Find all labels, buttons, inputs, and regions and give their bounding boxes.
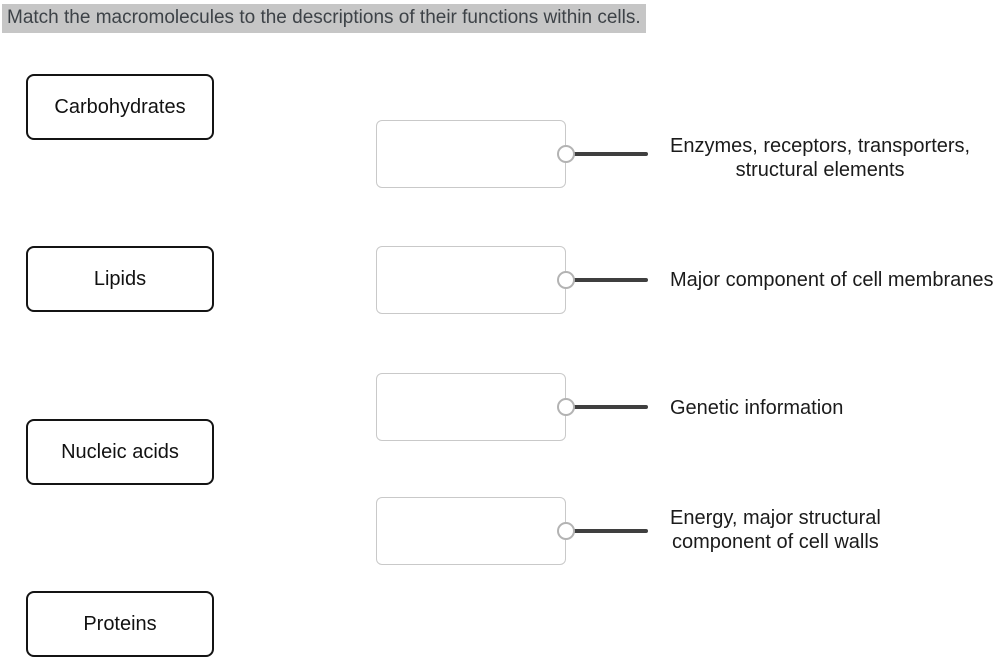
term-proteins[interactable]: Proteins — [26, 591, 214, 657]
connector-line-3 — [570, 405, 648, 409]
match-description-3: Genetic information — [670, 397, 844, 419]
connector-line-4 — [570, 529, 648, 533]
connector-circle-2 — [557, 271, 575, 289]
term-label: Proteins — [83, 612, 157, 635]
drop-slot-2[interactable] — [376, 246, 566, 314]
drop-slot-3[interactable] — [376, 373, 566, 441]
term-label: Nucleic acids — [61, 440, 179, 463]
connector-circle-3 — [557, 398, 575, 416]
drop-slot-4[interactable] — [376, 497, 566, 565]
drop-slot-1[interactable] — [376, 120, 566, 188]
connector-circle-4 — [557, 522, 575, 540]
term-label: Lipids — [93, 267, 147, 290]
term-carbohydrates[interactable]: Carbohydrates — [26, 74, 214, 140]
match-description-1: Enzymes, receptors, transporters, struct… — [670, 135, 971, 181]
question-prompt: Match the macromolecules to the descript… — [2, 4, 646, 33]
connector-circle-1 — [557, 145, 575, 163]
term-label: Carbohydrates — [54, 95, 186, 118]
match-description-2: Major component of cell membranes — [670, 269, 994, 291]
term-lipids[interactable]: Lipids — [26, 246, 214, 312]
term-nucleic-acids[interactable]: Nucleic acids — [26, 419, 214, 485]
connector-line-1 — [570, 152, 648, 156]
match-description-4: Energy, major structural component of ce… — [670, 507, 881, 553]
connector-line-2 — [570, 278, 648, 282]
